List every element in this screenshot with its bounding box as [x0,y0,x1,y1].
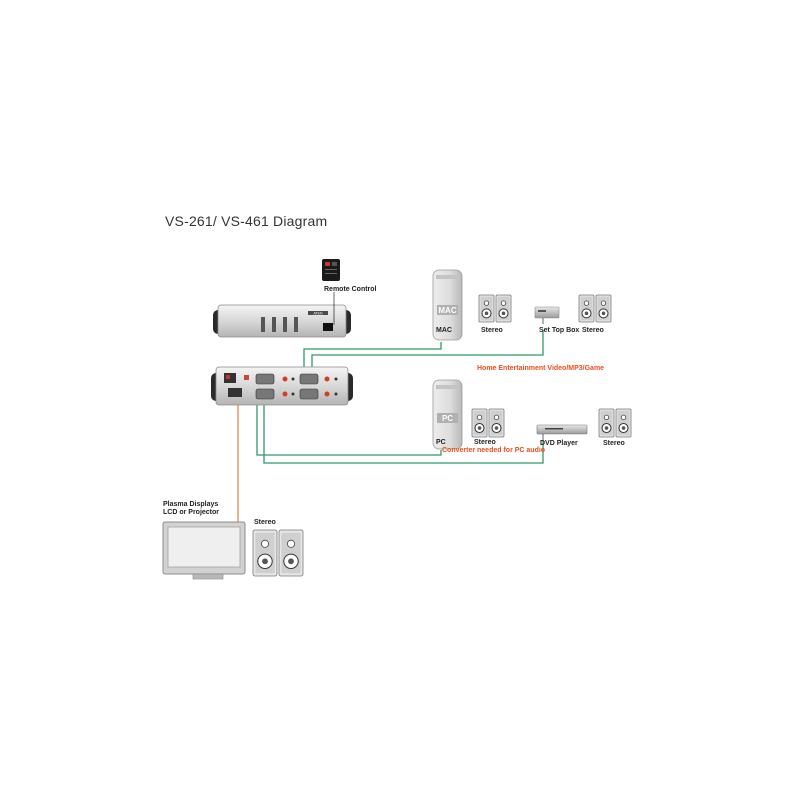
mac-logo: MAC [438,306,456,315]
display-label-line1: Plasma Displays [163,501,219,508]
set-top-box-icon [534,306,560,324]
converter-note: Converter needed for PC audio [442,447,546,454]
cables [237,330,544,524]
dvd-stereo-label: Stereo [603,440,625,447]
set-top-box-cable [311,330,544,378]
pc-computer-icon: PC [432,379,463,450]
dvd-stereo-right-speaker-icon [615,408,632,438]
dvd-player-icon [536,424,588,442]
mac-stereo-label: Stereo [481,327,503,334]
home-entertainment-note: Home Entertainment Video/MP3/Game [477,365,605,372]
dvd-cable [263,398,544,464]
dvd-player-label: DVD Player [540,440,578,447]
plasma-display-icon [162,521,246,580]
remote-control-label: Remote Control [324,286,377,293]
pc-label: PC [436,439,446,446]
dvd-stereo-left-speaker-icon [598,408,615,438]
display-stereo-label: Stereo [254,519,276,526]
switch-front-icon: ATEN [213,292,351,338]
remote-control-icon [322,259,340,281]
display-stereo-right-speaker-icon [278,529,304,577]
set-top-box-stereo-label: Stereo [582,327,604,334]
switch-rear-icon [211,366,353,406]
mac-stereo-left-speaker-icon [478,294,495,323]
set-top-box-label: Set Top Box [539,327,580,334]
switch-brand-logo: ATEN [313,312,323,316]
stb-stereo-right-speaker-icon [595,294,612,323]
mac-cable [303,342,442,378]
diagram-title: VS-261/ VS-461 Diagram [165,213,328,229]
stb-stereo-left-speaker-icon [578,294,595,323]
mac-stereo-right-speaker-icon [495,294,512,323]
display-label-line2: LCD or Projector [163,509,220,516]
mac-label: MAC [436,327,452,334]
display-stereo-left-speaker-icon [252,529,278,577]
pc-stereo-label: Stereo [474,439,496,446]
pc-logo: PC [442,414,453,423]
mac-computer-icon: MAC [432,269,463,341]
pc-stereo-right-speaker-icon [488,408,505,438]
pc-stereo-left-speaker-icon [471,408,488,438]
